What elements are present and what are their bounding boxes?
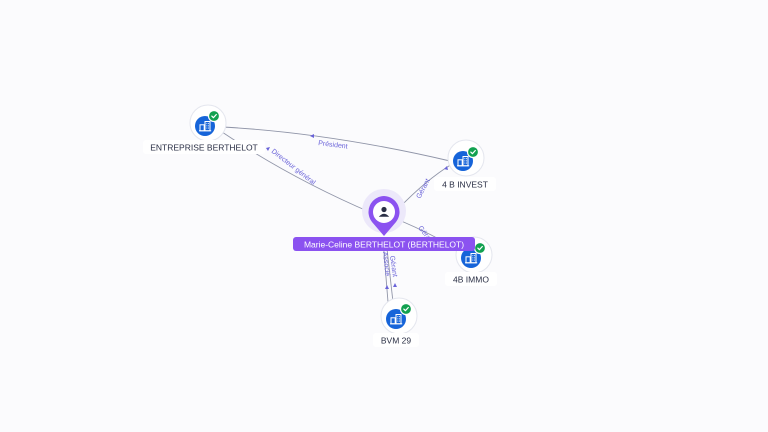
edge-label-president[interactable]: Président [318, 140, 348, 151]
edge-labels: Président Directeur général Gérant Géran… [270, 140, 435, 277]
arrow-associe-bvm29 [385, 285, 389, 289]
verified-badge-icon [473, 241, 487, 255]
edge-label-directeur-general[interactable]: Directeur général [270, 148, 317, 187]
verified-badge-icon [466, 145, 480, 159]
company-node-entreprise-berthelot[interactable]: ENTREPRISE BERTHELOT [143, 104, 265, 154]
company-label: ENTREPRISE BERTHELOT [150, 143, 258, 153]
edge-label-gerant-4binvest[interactable]: Gérant [416, 178, 432, 200]
company-label: 4B IMMO [453, 275, 489, 285]
verified-badge-icon [207, 109, 221, 123]
person-node-marie-celine-berthelot[interactable]: Marie-Celine BERTHELOT (BERTHELOT) [293, 189, 475, 251]
arrow-directeur [266, 147, 270, 151]
company-node-4b-immo[interactable]: 4B IMMO [445, 236, 497, 286]
edge-label-gerant-bvm29[interactable]: Gérant [388, 255, 398, 277]
verified-badge-icon [399, 302, 413, 316]
arrow-gerant-4binvest [444, 166, 448, 170]
company-label: 4 B INVEST [442, 180, 488, 190]
person-icon [378, 206, 390, 217]
arrow-president [310, 134, 314, 138]
edge-label-associe-bvm29[interactable]: Associé [381, 251, 391, 276]
company-label: BVM 29 [381, 336, 412, 346]
person-label: Marie-Celine BERTHELOT (BERTHELOT) [304, 240, 464, 250]
company-node-4b-invest[interactable]: 4 B INVEST [434, 139, 496, 191]
edge-entreprise-4binvest[interactable] [222, 126, 451, 162]
edge-arrows [266, 134, 448, 289]
company-node-bvm-29[interactable]: BVM 29 [373, 297, 419, 347]
arrow-gerant-bvm29 [393, 283, 397, 287]
